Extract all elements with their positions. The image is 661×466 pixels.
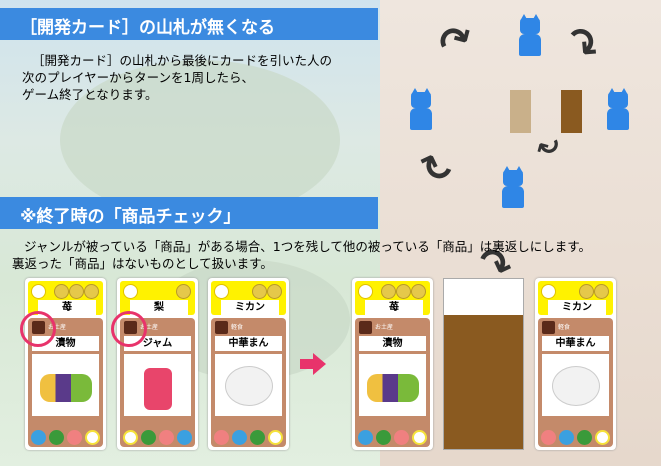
face-down-card [443, 278, 524, 450]
section2-title: ※終了時の「商品チェック」 [0, 197, 378, 229]
card-name: 梨 [130, 300, 188, 316]
highlight-circle [20, 311, 56, 347]
body-line: ゲーム終了となります。 [22, 87, 158, 102]
product-card: ミカン 軽食 中華まん [535, 278, 616, 450]
genre-label: 軽食 [231, 324, 244, 331]
product-card: ミカン 軽食 中華まん [208, 278, 289, 450]
card-pile-icon [510, 90, 531, 133]
body-line: 裏返った「商品」はないものとして扱います。 [12, 256, 273, 271]
genre-label: お土産 [140, 324, 159, 331]
product-card: 苺 お土産 漬物 [25, 278, 106, 450]
product-card: 梨 お土産 ジャム [117, 278, 198, 450]
bun-image [542, 354, 609, 416]
section1-body: ［開発カード］の山札から最後にカードを引いた人の 次のプレイヤーからターンを1周… [22, 52, 332, 103]
product-name: 中華まん [542, 336, 609, 351]
genre-label: 軽食 [558, 324, 571, 331]
jam-image [124, 354, 191, 416]
body-line: 次のプレイヤーからターンを1周したら、 [22, 70, 254, 85]
section2-body: ジャンルが被っている「商品」がある場合、1つを残して他の被っている「商品」は裏返… [12, 238, 591, 272]
card-name: ミカン [221, 300, 279, 316]
cat-player-icon [500, 166, 526, 208]
genre-label: お土産 [375, 324, 394, 331]
genre-label: お土産 [48, 324, 67, 331]
genre-icon [359, 321, 372, 334]
body-line: ［開発カード］の山札から最後にカードを引いた人の [32, 53, 333, 68]
cat-player-icon [517, 14, 543, 56]
card-name: 苺 [38, 300, 96, 316]
pickles-image [32, 354, 99, 416]
cat-player-icon [605, 88, 631, 130]
card-name: ミカン [548, 300, 606, 316]
genre-icon [542, 321, 555, 334]
pickles-image [359, 354, 426, 416]
bun-image [215, 354, 282, 416]
section1-title: ［開発カード］の山札が無くなる [0, 8, 378, 40]
product-name: 漬物 [359, 336, 426, 351]
cat-player-icon [408, 88, 434, 130]
arrow-head [313, 353, 326, 375]
product-card: 苺 お土産 漬物 [352, 278, 433, 450]
card-pile-icon [561, 90, 582, 133]
highlight-circle [111, 311, 147, 347]
right-arrow-icon [300, 359, 314, 369]
genre-icon [215, 321, 228, 334]
body-line: ジャンルが被っている「商品」がある場合、1つを残して他の被っている「商品」は裏返… [24, 239, 591, 254]
card-name: 苺 [365, 300, 423, 316]
product-name: 中華まん [215, 336, 282, 351]
